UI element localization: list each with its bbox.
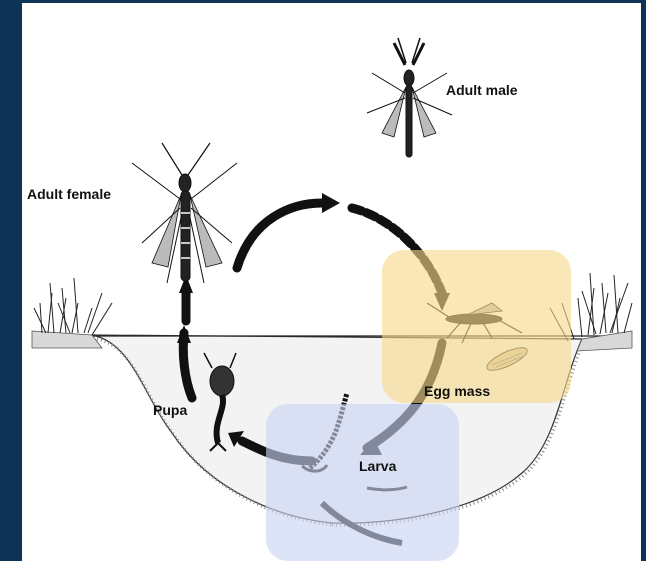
left-grass: [34, 278, 112, 335]
label-egg-mass: Egg mass: [424, 383, 490, 399]
adult-female-mosquito: [132, 143, 237, 283]
label-larva: Larva: [359, 458, 396, 474]
egg-mass-highlight: [382, 250, 571, 403]
right-bank: [577, 331, 632, 351]
label-adult-male: Adult male: [446, 82, 518, 98]
left-bank: [32, 331, 102, 348]
diagram-panel: Adult male Adult female Pupa Larva Egg m…: [22, 3, 641, 561]
label-pupa: Pupa: [153, 402, 187, 418]
label-adult-female: Adult female: [27, 186, 111, 202]
larva-highlight: [266, 404, 459, 561]
adult-male-mosquito: [367, 38, 452, 157]
